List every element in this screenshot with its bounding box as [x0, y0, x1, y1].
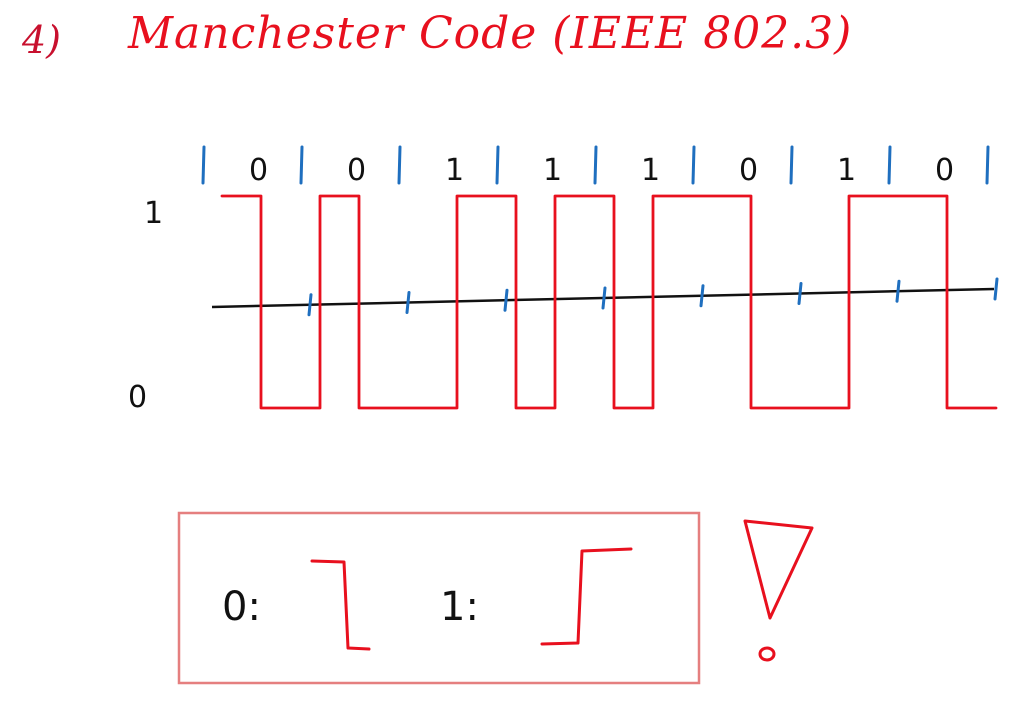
- bit-value-label: 1: [445, 153, 464, 188]
- bit-divider: [789, 145, 794, 185]
- rising-edge-icon: [540, 547, 633, 646]
- bit-value-label: 0: [739, 153, 758, 188]
- legend-box: [177, 511, 701, 685]
- bit-divider-group: [201, 145, 990, 185]
- bit-value-label: 0: [249, 153, 268, 188]
- bit-label-group: 0 0 1 1 1 0 1 0: [249, 153, 954, 188]
- section-number: 4): [22, 18, 62, 62]
- bit-divider: [299, 145, 304, 185]
- bit-divider: [985, 145, 990, 185]
- bit-value-label: 0: [347, 153, 366, 188]
- bit-divider: [593, 145, 598, 185]
- exclamation-mark-icon: [743, 519, 814, 662]
- bit-boundary-tick: [895, 279, 901, 303]
- legend-zero-label: 0:: [222, 584, 261, 630]
- level-high-label: 1: [144, 196, 164, 231]
- bit-value-label: 0: [935, 153, 954, 188]
- bit-boundary-tick: [601, 286, 607, 310]
- bit-boundary-tick: [797, 281, 803, 305]
- bit-divider: [201, 145, 206, 185]
- bit-divider: [887, 145, 892, 185]
- falling-edge-icon: [310, 559, 371, 651]
- bit-boundary-tick: [699, 284, 705, 308]
- bit-boundary-tick: [405, 290, 411, 314]
- bit-boundary-tick: [307, 293, 313, 317]
- bit-boundary-tick: [503, 288, 509, 312]
- mid-bit-tick-group: [307, 277, 999, 317]
- bit-divider: [495, 145, 500, 185]
- bit-divider: [397, 145, 402, 185]
- legend-one-label: 1:: [440, 584, 479, 630]
- bit-divider: [691, 145, 696, 185]
- bit-value-label: 1: [543, 153, 562, 188]
- level-low-label: 0: [128, 380, 148, 415]
- manchester-waveform: [220, 194, 998, 410]
- diagram-title: Manchester Code (IEEE 802.3): [128, 8, 853, 59]
- bit-value-label: 1: [837, 153, 856, 188]
- bit-boundary-tick: [993, 277, 999, 301]
- bit-value-label: 1: [641, 153, 660, 188]
